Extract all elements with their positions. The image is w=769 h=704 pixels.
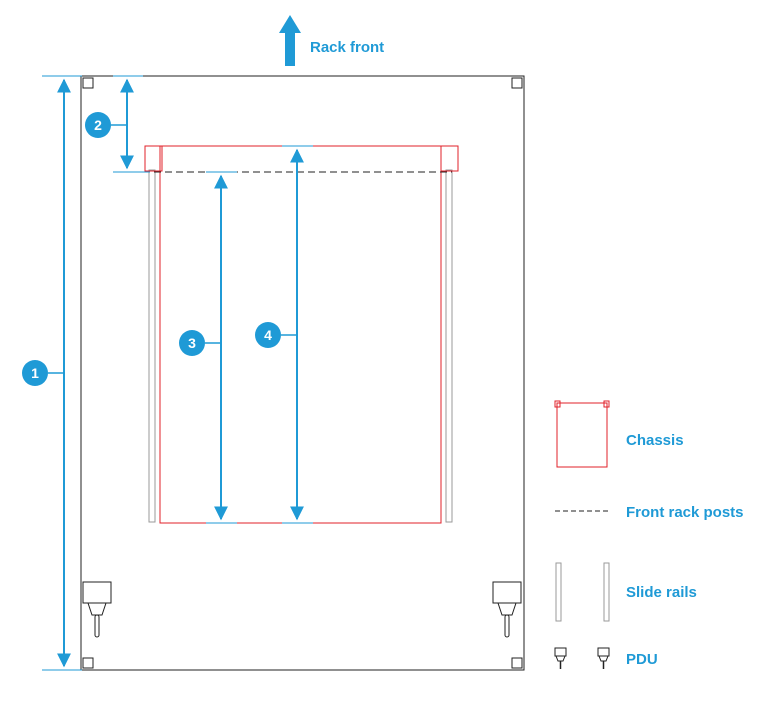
rack-outline bbox=[80, 75, 525, 671]
rack-frame bbox=[80, 75, 525, 671]
pdu-icon bbox=[597, 647, 610, 669]
pdu-icon bbox=[82, 581, 112, 604]
callout-4-badge bbox=[255, 322, 281, 348]
legend-front-rack-posts: Front rack posts bbox=[555, 504, 744, 521]
chassis-body bbox=[159, 145, 442, 524]
chassis-ear-left bbox=[144, 145, 163, 172]
chassis-icon bbox=[556, 402, 608, 468]
legend-pdu-label: PDU bbox=[626, 651, 658, 668]
legend: Chassis Front rack posts Slide rails PDU bbox=[554, 400, 744, 669]
pdu-right bbox=[492, 581, 522, 638]
chassis-ear-right bbox=[440, 145, 459, 172]
rack-front-label: Rack front bbox=[310, 39, 384, 56]
rack-front-indicator: Rack front bbox=[279, 15, 384, 66]
rack-corner-bottom-left bbox=[82, 657, 94, 669]
slide-rail-left bbox=[148, 169, 156, 523]
dimension-4: 4 bbox=[255, 145, 313, 524]
legend-front-rack-posts-label: Front rack posts bbox=[626, 504, 744, 521]
pdu-icon bbox=[554, 647, 567, 669]
callout-3-badge bbox=[179, 330, 205, 356]
legend-pdu: PDU bbox=[554, 647, 658, 669]
pdu-left bbox=[82, 581, 112, 638]
pdu-icon bbox=[492, 581, 522, 604]
rack-corner-top-left bbox=[82, 77, 94, 89]
dimension-3: 3 bbox=[179, 171, 237, 524]
legend-slide-rails: Slide rails bbox=[555, 562, 697, 622]
callout-2-number: 2 bbox=[94, 117, 102, 133]
slide-rail-right bbox=[445, 169, 453, 523]
legend-chassis: Chassis bbox=[554, 400, 684, 468]
dimension-2: 2 bbox=[85, 75, 150, 173]
up-arrow-icon bbox=[279, 15, 301, 66]
rack-corner-top-right bbox=[511, 77, 523, 89]
callout-1-badge bbox=[22, 360, 48, 386]
callout-1-number: 1 bbox=[31, 365, 39, 381]
slide-rails bbox=[148, 169, 453, 523]
legend-chassis-label: Chassis bbox=[626, 432, 684, 449]
dimension-1: 1 bbox=[22, 75, 82, 671]
callout-2-badge bbox=[85, 112, 111, 138]
slide-rail-icon bbox=[603, 562, 610, 622]
legend-slide-rails-label: Slide rails bbox=[626, 584, 697, 601]
slide-rail-icon bbox=[555, 562, 562, 622]
callout-4-number: 4 bbox=[264, 327, 272, 343]
callout-3-number: 3 bbox=[188, 335, 196, 351]
rack-corner-bottom-right bbox=[511, 657, 523, 669]
